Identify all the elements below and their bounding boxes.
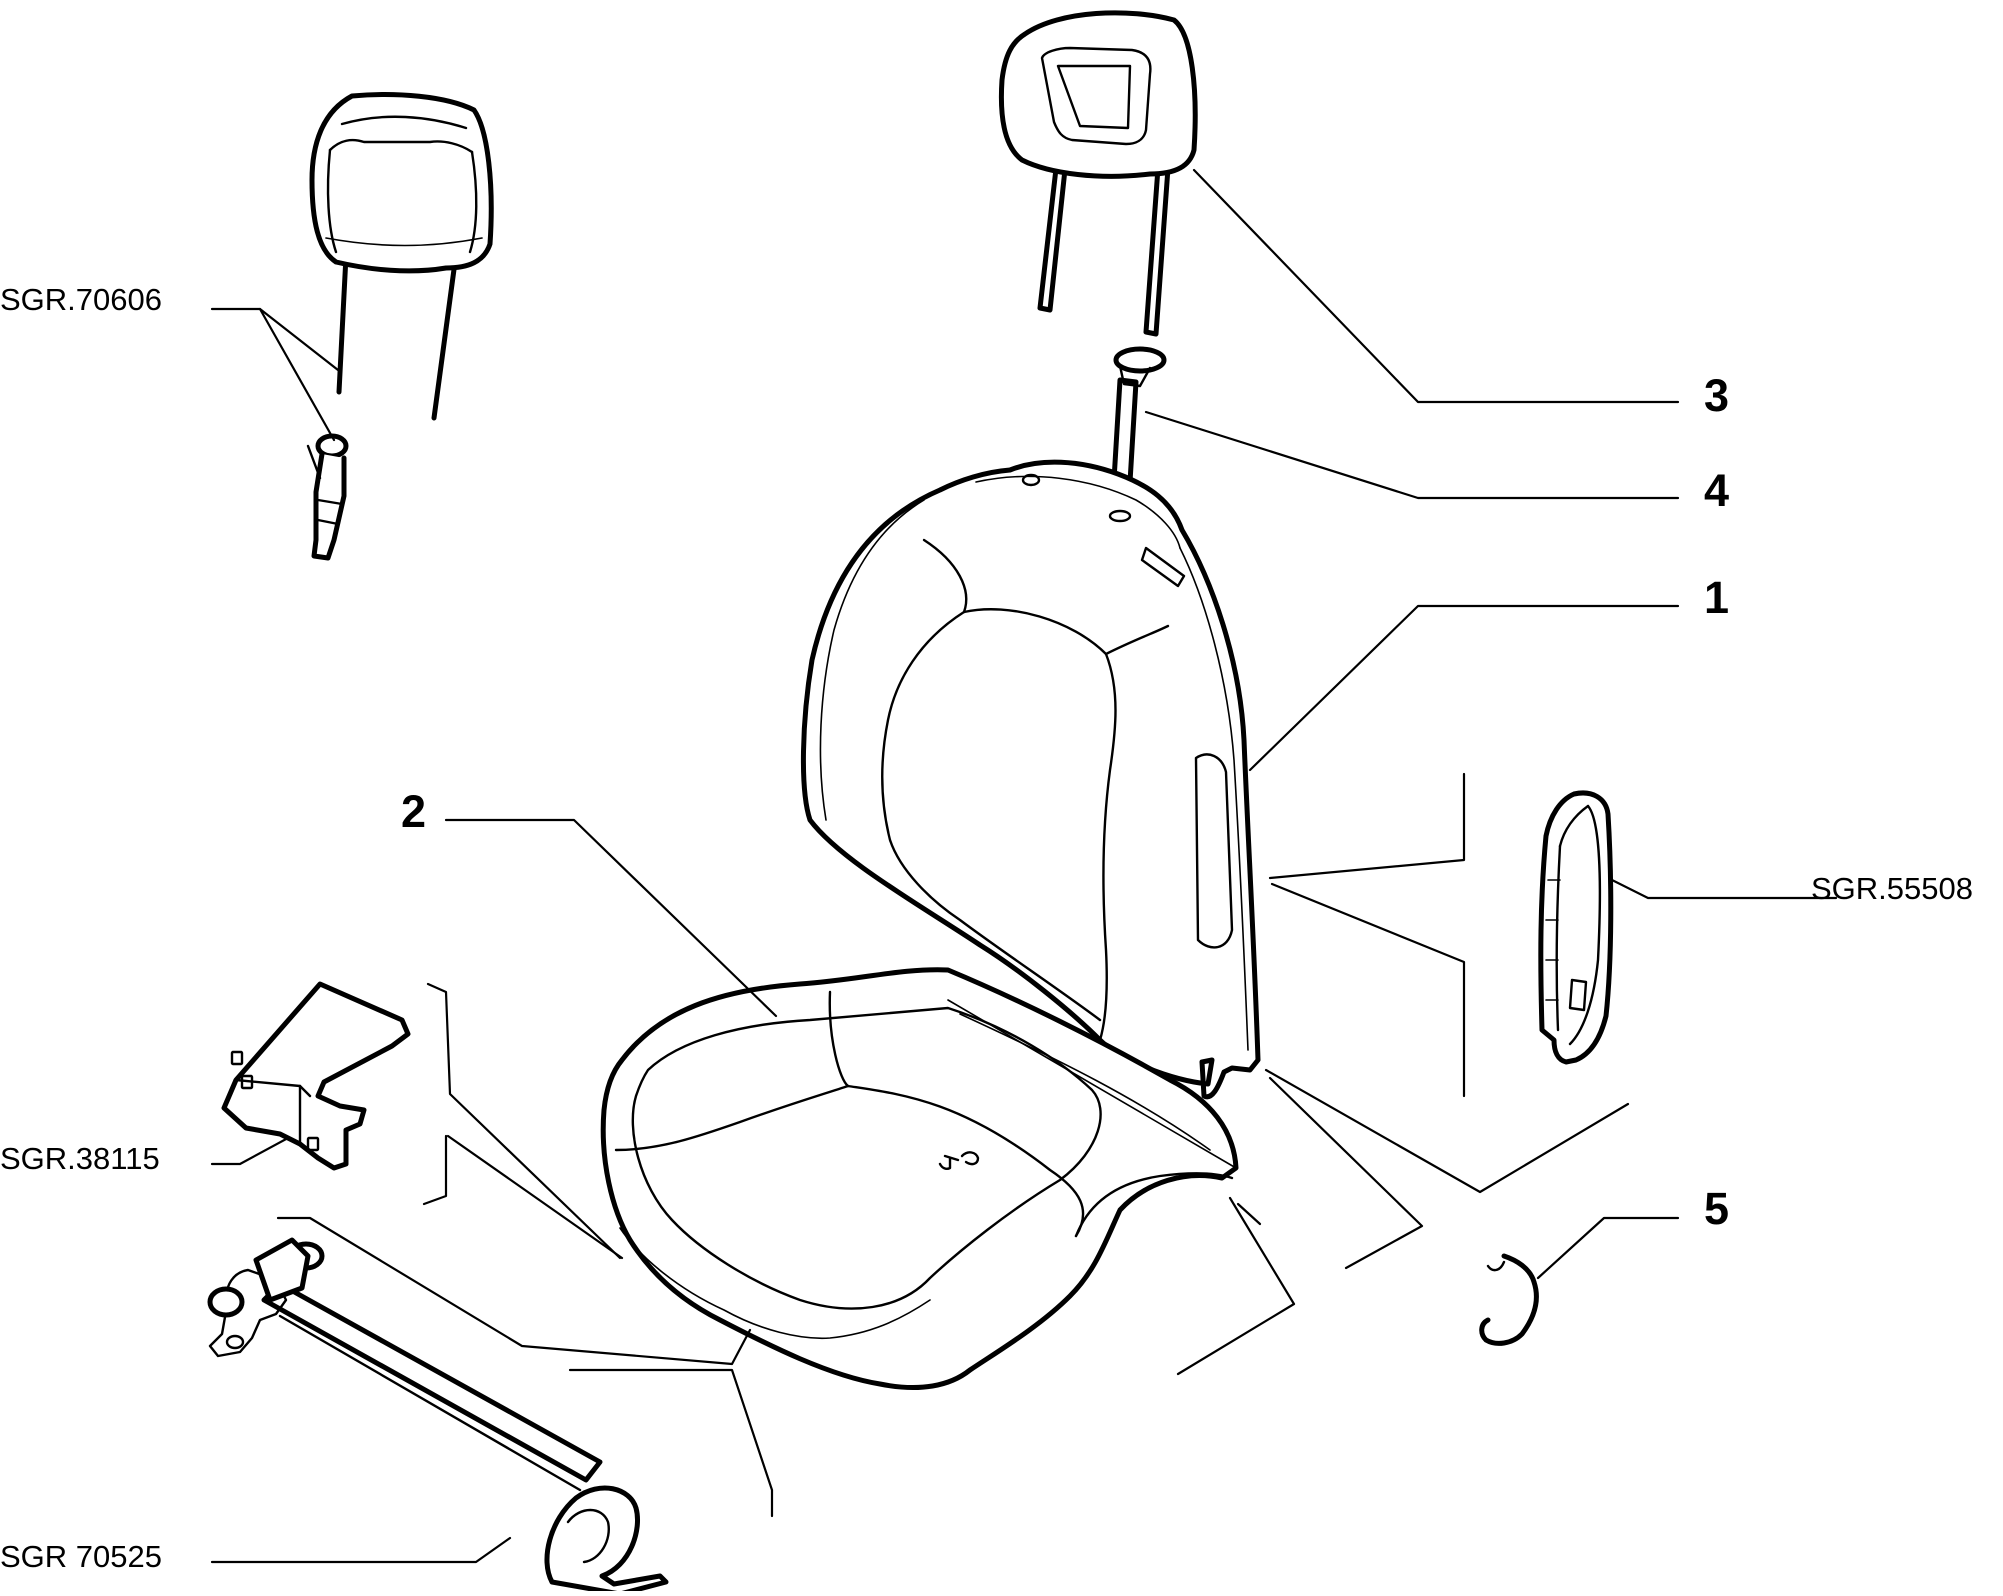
bracket-backrest-bottom — [1264, 1068, 1630, 1194]
bracket-backrest-right — [1268, 772, 1466, 880]
bracket-cushion-left-diag — [446, 1134, 624, 1260]
leader-sgr70525 — [210, 1536, 512, 1564]
callout-1: 1 — [1704, 572, 1730, 623]
leader-lines — [210, 168, 1838, 1564]
bracket-cushion-left-lower — [422, 1134, 448, 1206]
headrest[interactable] — [998, 10, 1198, 337]
callout-3: 3 — [1704, 370, 1730, 421]
bracket-cushion-left — [426, 982, 622, 1260]
label-sgr38115: SGR.38115 — [0, 1141, 160, 1176]
bracket-tube-bottom — [568, 1368, 774, 1518]
leader-part-4 — [1144, 410, 1680, 500]
leader-part-1 — [1248, 604, 1680, 772]
leader-part-3 — [1192, 168, 1680, 404]
callout-5: 5 — [1704, 1183, 1730, 1234]
tube[interactable] — [207, 1237, 669, 1596]
label-sgr70525: SGR 70525 — [0, 1539, 162, 1574]
seat-cushion[interactable] — [600, 967, 1239, 1391]
leader-sgr70606 — [210, 307, 340, 372]
label-sgr55508: SGR.55508 — [1811, 871, 1973, 906]
callout-2: 2 — [401, 786, 427, 837]
alt-headrest[interactable] — [309, 92, 494, 421]
bracket-backrest-right-lower — [1270, 882, 1466, 1098]
headrest-guide[interactable] — [1111, 346, 1167, 485]
bracket-cushion-right — [1176, 1196, 1296, 1376]
label-sgr70606: SGR.70606 — [0, 282, 162, 317]
alt-headrest-guide[interactable] — [306, 433, 349, 561]
bracket-cushion-right-inner — [1236, 1202, 1262, 1226]
leader-sgr55508 — [1610, 878, 1838, 900]
spring-clip[interactable] — [1479, 1253, 1539, 1346]
bracket[interactable] — [221, 981, 411, 1171]
leader-sgr70606-branch — [258, 307, 336, 442]
leader-part-5 — [1536, 1216, 1680, 1280]
bracket-backrest-bottom-inner — [1268, 1076, 1424, 1270]
leader-part-2 — [444, 818, 778, 1018]
leader-sgr38115 — [210, 1136, 290, 1166]
bracket-tube-top — [276, 1216, 752, 1366]
side-panel[interactable] — [1538, 790, 1614, 1065]
callout-4: 4 — [1704, 465, 1730, 516]
